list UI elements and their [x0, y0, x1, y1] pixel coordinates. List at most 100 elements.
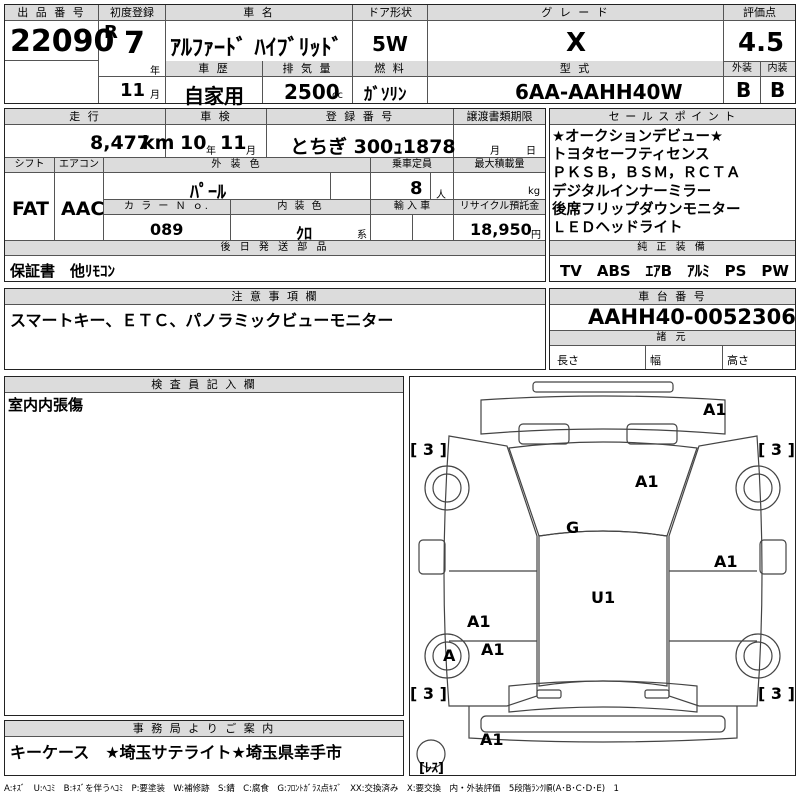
equipment: TV ABS ｴｱB ｱﾙﾐ PS PW: [560, 262, 789, 280]
sales-point-line: ★オークションデビュー★: [552, 129, 723, 145]
chassis-box: [549, 288, 796, 370]
chassis-header: 車 台 番 号: [550, 289, 795, 305]
reg-year: 7: [124, 26, 145, 61]
sales-points-box: [549, 108, 796, 282]
office-box: [4, 720, 404, 776]
plate-number: とちぎ 300ｭ1878: [290, 136, 456, 158]
sales-point-line: デジタルインナーミラー: [552, 183, 712, 200]
office-header: 事 務 局 よ り ご 案 内: [5, 721, 403, 737]
notes-box: [4, 288, 546, 370]
mileage: 8,477: [90, 132, 151, 154]
displacement: 2500: [284, 80, 340, 104]
capacity: 8: [410, 178, 423, 199]
lot-number: 22090: [10, 24, 115, 59]
fuel: ｶﾞｿﾘﾝ: [364, 85, 407, 105]
car-name: ｱﾙﾌｧｰﾄﾞ ﾊｲﾌﾞﾘｯﾄﾞ: [170, 36, 343, 61]
score-header: 評価点: [724, 5, 795, 21]
inspector-box: [4, 376, 404, 716]
import-header: 輸 入 車: [371, 200, 453, 215]
header-grid: [4, 4, 796, 104]
width-label: 幅: [650, 354, 661, 367]
shift-header: シフト: [5, 158, 54, 173]
year-unit: 年: [150, 66, 160, 77]
displacement-header: 排 気 量: [263, 61, 352, 77]
mark-right-door: A1: [714, 552, 738, 571]
later-header: 後 日 発 送 部 品: [5, 241, 545, 256]
fuel-header: 燃 料: [353, 61, 427, 77]
insp-year: 10: [180, 132, 207, 154]
mark-tire-rl: [ 3 ]: [410, 684, 447, 703]
mark-left-rear-2: A1: [481, 640, 505, 659]
mark-tire-rr: [ 3 ]: [758, 684, 795, 703]
reg-month: 11: [120, 80, 146, 101]
ac: AAC: [61, 198, 105, 220]
legend: A:ｷｽﾞ U:ﾍｺﾐ B:ｷｽﾞを伴うﾍｺﾐ P:要塗装 W:補修跡 S:錆 …: [4, 784, 619, 794]
capacity-header: 乗車定員: [371, 158, 453, 173]
int-color-header: 内 装 色: [231, 200, 370, 215]
insp-month: 11: [220, 132, 247, 154]
chassis-number: AAHH40-0052306: [588, 305, 796, 329]
mileage-header: 走 行: [5, 109, 165, 125]
car-name-header: 車 名: [166, 5, 352, 21]
sales-point-line: ＰＫＳＢ，ＢＳＭ，ＲＣＴＡ: [552, 165, 741, 182]
mark-bumper: A1: [480, 730, 504, 749]
capacity-unit: 人: [436, 190, 446, 201]
inspector-text: 室内内張傷: [8, 396, 84, 414]
detail-grid: [4, 108, 546, 282]
mark-tire-fl: [ 3 ]: [410, 440, 447, 459]
insp-month-unit: 月: [246, 146, 256, 157]
sales-point-line: ＬＥＤヘッドライト: [552, 220, 683, 237]
door-type: 5W: [372, 32, 408, 56]
color-header: 外 装 色: [104, 158, 370, 173]
equip-header: 純 正 装 備: [550, 241, 795, 256]
car-diagram: [416, 381, 787, 769]
color-no-header: カ ラ ー Ｎ ｏ.: [104, 200, 230, 215]
door-header: ドア形状: [353, 5, 427, 21]
ac-header: エアコン: [55, 158, 103, 173]
dims-header: 諸 元: [550, 331, 795, 346]
displacement-unit: cc: [332, 90, 343, 101]
grade: X: [566, 28, 587, 58]
mark-left-rear: A1: [467, 612, 491, 631]
transfer-month-unit: 月: [490, 146, 500, 157]
height-label: 高さ: [727, 354, 749, 367]
transfer-header: 譲渡書類期限: [454, 109, 545, 125]
inspector-header: 検 査 員 記 入 欄: [5, 377, 403, 393]
model-header: 型 式: [428, 61, 723, 77]
exterior-grade: B: [736, 78, 752, 102]
mark-roof-rear: A1: [703, 400, 727, 419]
first-reg-header: 初度登録: [99, 5, 165, 21]
notes-header: 注 意 事 項 欄: [5, 289, 545, 305]
sales-point-line: 後席フリップダウンモニター: [552, 201, 741, 218]
mark-wheel-left: A: [443, 646, 456, 665]
damage-diagram-box: [409, 376, 796, 776]
era: R: [104, 22, 118, 43]
office-text: キーケース ★埼玉サテライト★埼玉県幸手市: [10, 743, 342, 762]
model: 6AA-AAHH40W: [515, 80, 683, 104]
interior-header: 内装: [760, 62, 795, 77]
inspection-header: 車 検: [166, 109, 266, 125]
load-unit: kg: [528, 186, 541, 197]
sales-point-line: トヨタセーフティセンス: [552, 147, 710, 164]
mark-windshield: G: [566, 518, 580, 537]
sales-points-list: ★オークションデビュー★ トヨタセーフティセンス ＰＫＳＢ，ＢＳＭ，ＲＣＴＡ デ…: [552, 128, 741, 237]
mark-roof: U1: [591, 588, 616, 607]
length-label: 長さ: [557, 354, 579, 367]
grade-header: グ レ ー ド: [428, 5, 723, 21]
notes-text: スマートキー、ＥＴＣ、パノラミックビューモニター: [10, 311, 394, 330]
recycle-header: リサイクル預託金: [454, 200, 545, 215]
color-no: 089: [150, 220, 184, 239]
mark-tire-fr: [ 3 ]: [758, 440, 795, 459]
int-color-unit: 系: [357, 230, 367, 241]
shift: FAT: [12, 198, 49, 220]
exterior-header: 外装: [724, 62, 760, 77]
recycle-fee: 18,950: [470, 220, 532, 239]
history: 自家用: [184, 84, 244, 108]
load-header: 最大積載量: [454, 158, 545, 173]
later-parts: 保証書 他ﾘﾓｺﾝ: [10, 262, 116, 280]
history-header: 車 歴: [166, 61, 262, 77]
mark-spare: [ﾚｽ]: [419, 761, 444, 776]
int-color: ｸﾛ: [296, 224, 313, 243]
score: 4.5: [738, 28, 785, 58]
recycle-unit: 円: [531, 230, 541, 241]
